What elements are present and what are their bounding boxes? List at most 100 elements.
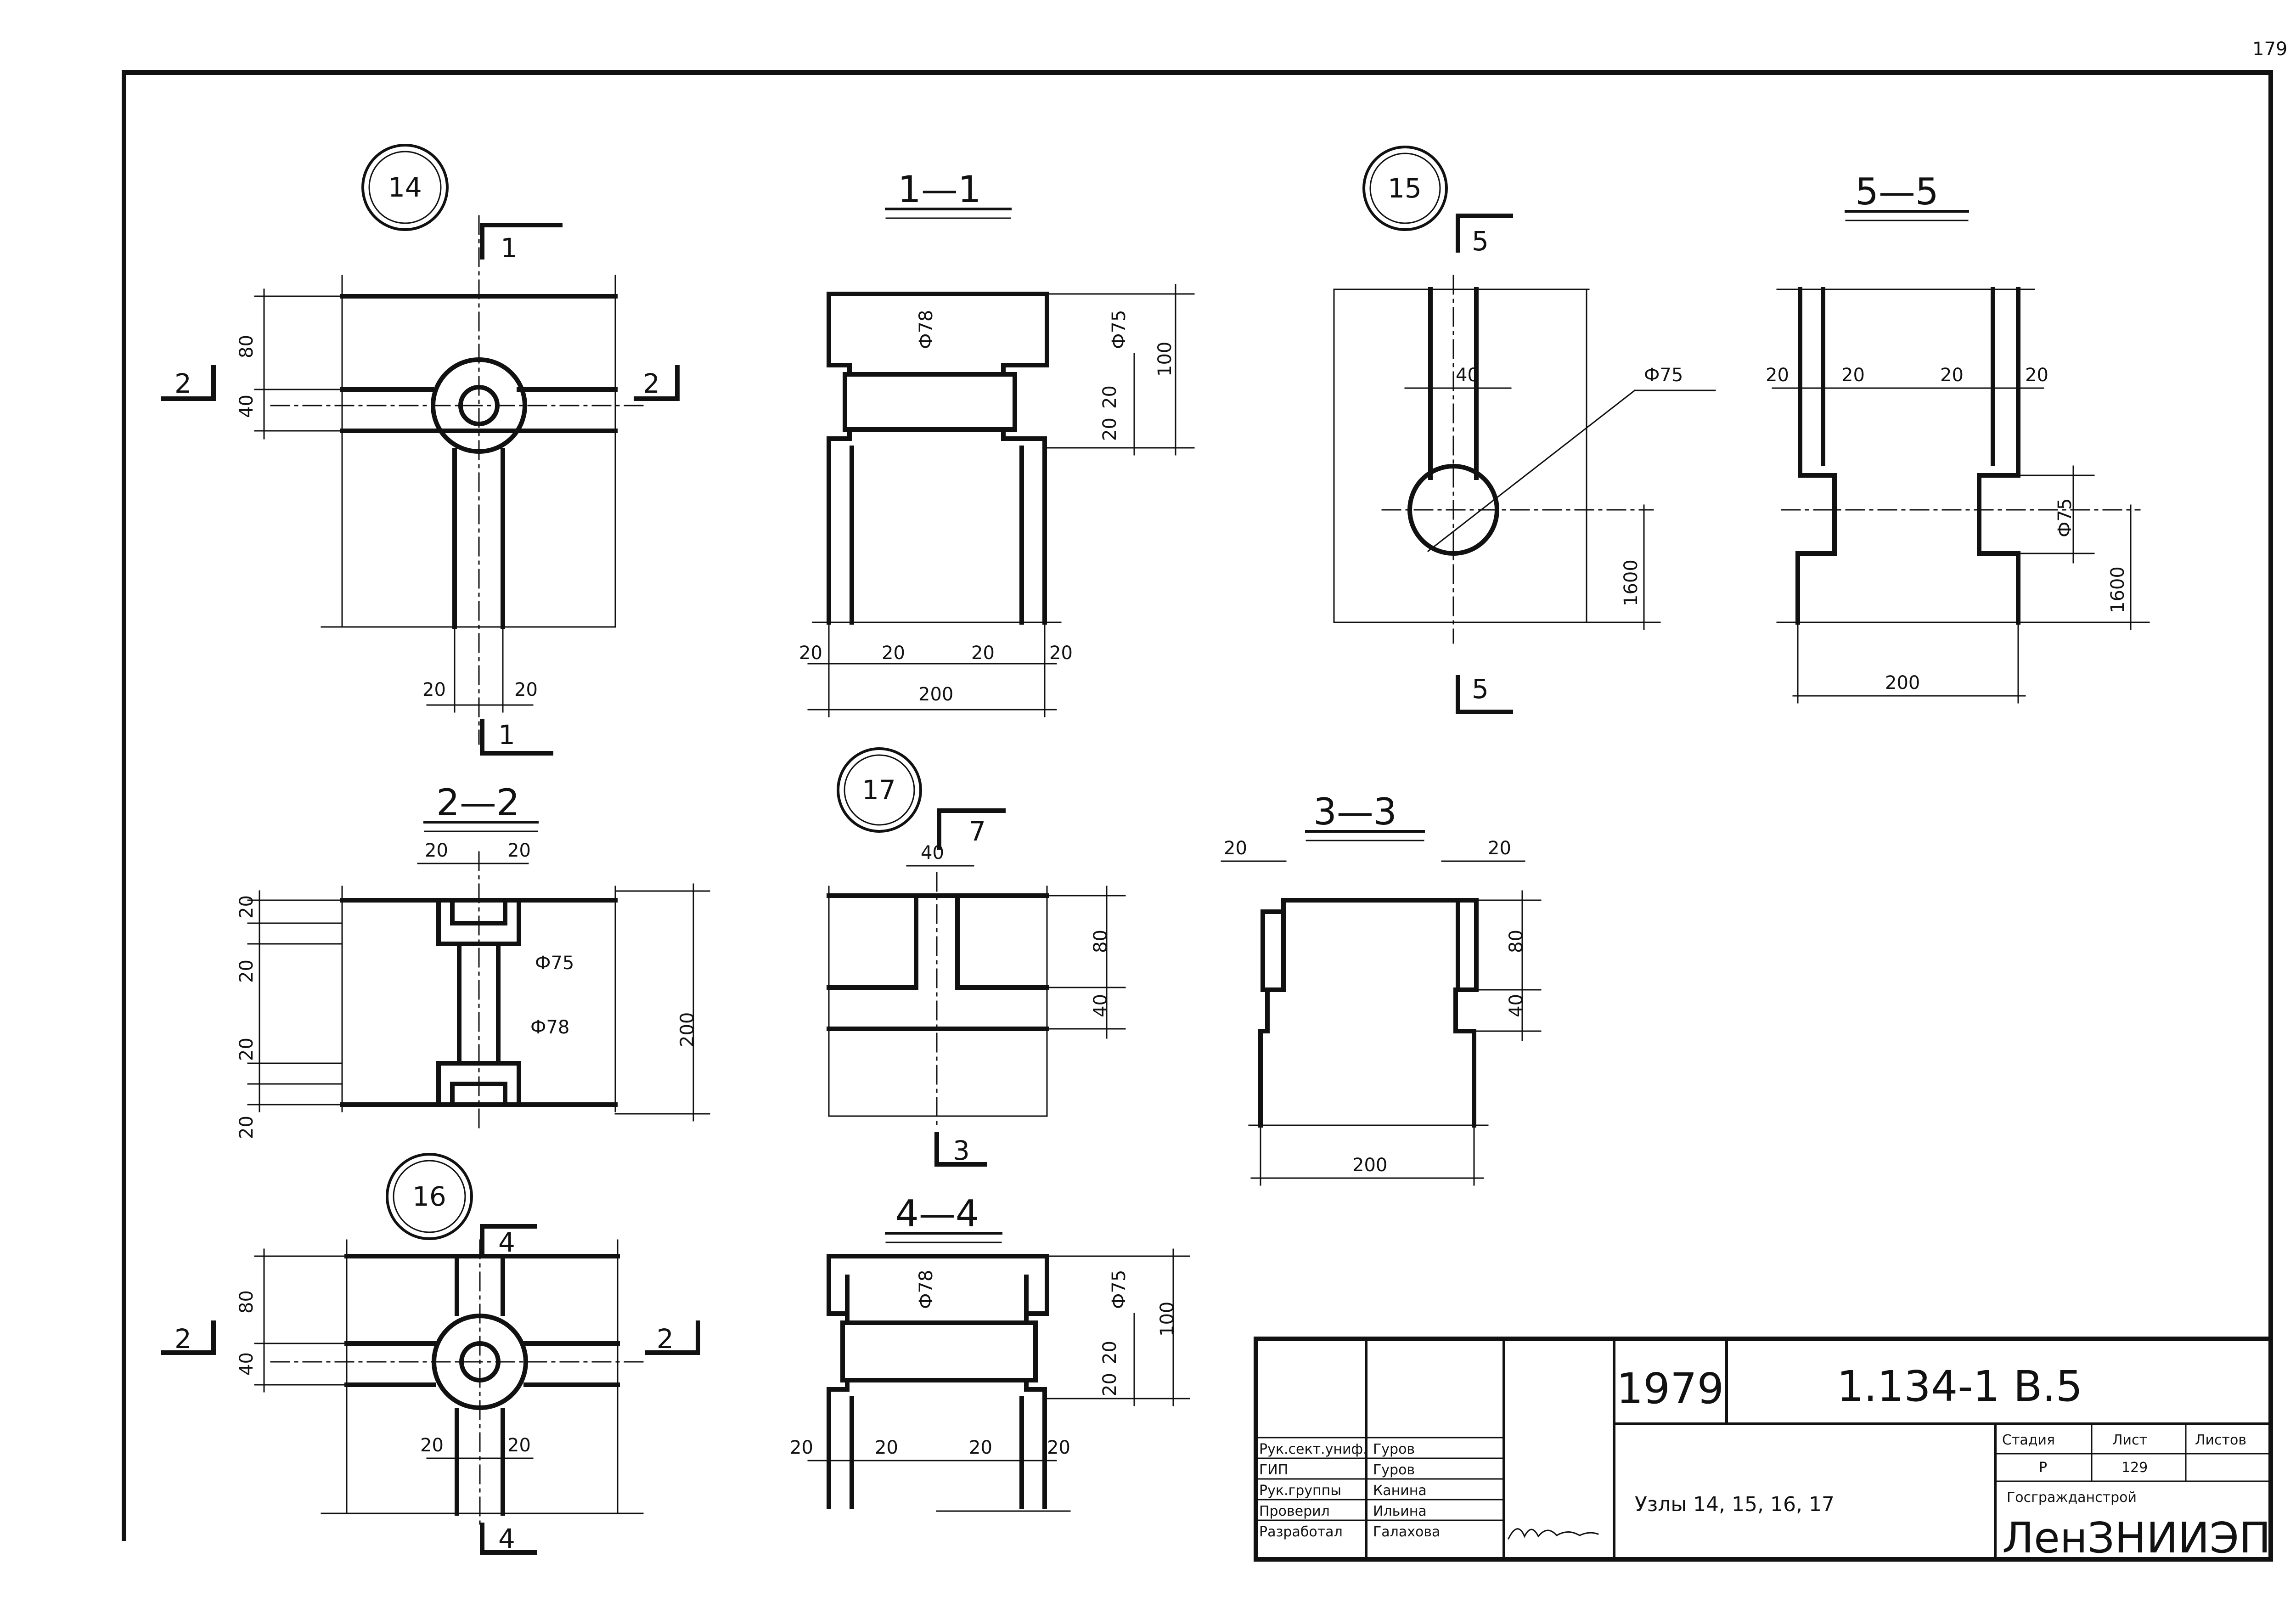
detail-14-cut-top: 1 — [501, 232, 518, 264]
title-block-role-1: ГИП — [1259, 1462, 1288, 1478]
detail-16: 16 4 80 40 20 20 2 2 4 — [161, 1153, 700, 1555]
detail-14: 14 80 40 20 20 1 1 2 2 — [161, 144, 680, 756]
title-block-name-1: Гуров — [1373, 1462, 1415, 1478]
section-4-4-dim-20d: 20 — [875, 1437, 898, 1458]
sheet-frame — [122, 70, 2273, 1562]
section-4-4-dim-100: 100 — [1157, 1302, 1178, 1337]
section-4-4-dim-phi75: Ф75 — [1109, 1270, 1130, 1309]
detail-15-dim-phi75: Ф75 — [1644, 365, 1683, 386]
detail-16-cut-left: 2 — [174, 1323, 191, 1354]
section-1-1-dim-20c: 20 — [799, 643, 822, 664]
title-block-sheet-label: Лист — [2112, 1432, 2147, 1448]
title-block-year: 1979 — [1616, 1364, 1724, 1413]
section-3-3-dim-80: 80 — [1506, 930, 1527, 953]
page-number: 179 — [2252, 39, 2287, 60]
section-3-3-title: 3—3 — [1313, 790, 1397, 833]
title-block-name-3: Ильина — [1373, 1503, 1427, 1519]
title-block-code: 1.134-1 В.5 — [1837, 1362, 2082, 1411]
detail-14-dim-20a: 20 — [422, 679, 446, 700]
detail-14-marker: 14 — [388, 172, 422, 203]
detail-17-dim-40b: 40 — [1090, 994, 1111, 1017]
signature — [1507, 1528, 1599, 1540]
section-1-1-dim-100: 100 — [1154, 342, 1176, 377]
section-1-1-dim-20b: 20 — [1099, 418, 1120, 441]
section-5-5-dim-20c: 20 — [1940, 365, 1964, 386]
detail-14-dim-20b: 20 — [514, 679, 538, 700]
title-block-stage-label: Стадия — [2002, 1432, 2055, 1448]
title-block-stage: Р — [2039, 1460, 2047, 1476]
section-2-2-dim-200: 200 — [677, 1012, 698, 1047]
detail-16-cut-right: 2 — [657, 1323, 674, 1354]
detail-15-dim-1600: 1600 — [1621, 559, 1642, 606]
section-1-1-title: 1—1 — [898, 168, 981, 211]
detail-17: 17 7 40 80 40 3 — [827, 747, 1126, 1167]
detail-17-marker: 17 — [862, 774, 896, 806]
section-5-5: 5—5 20 20 20 20 Ф75 1600 200 — [1766, 170, 2150, 704]
section-1-1-dim-phi78: Ф78 — [916, 310, 937, 349]
section-1-1-dim-phi75: Ф75 — [1109, 310, 1130, 349]
section-1-1-dim-20d: 20 — [882, 643, 905, 664]
section-2-2-dim-20f: 20 — [236, 1116, 257, 1139]
title-block-role-3: Проверил — [1259, 1503, 1330, 1519]
section-3-3: 3—3 20 20 80 40 200 — [1221, 790, 1542, 1186]
section-2-2-title: 2—2 — [436, 781, 520, 824]
section-2-2-dim-20b: 20 — [507, 840, 531, 861]
detail-15-cut-top: 5 — [1472, 226, 1489, 257]
detail-17-cut-top: 7 — [969, 816, 986, 847]
section-5-5-dim-20a: 20 — [1766, 365, 1789, 386]
title-block-role-4: Разработал — [1259, 1524, 1343, 1540]
section-3-3-dim-200: 200 — [1352, 1155, 1387, 1176]
section-5-5-dim-1600: 1600 — [2107, 566, 2128, 613]
section-1-1-dim-20e: 20 — [971, 643, 995, 664]
title-block-role-2: Рук.группы — [1259, 1483, 1341, 1499]
section-4-4-dim-phi78: Ф78 — [916, 1270, 937, 1309]
detail-16-dim-20b: 20 — [507, 1435, 531, 1456]
section-3-3-dim-40: 40 — [1506, 994, 1527, 1017]
section-4-4-title: 4—4 — [895, 1192, 979, 1235]
title-block-name-2: Канина — [1373, 1483, 1427, 1499]
detail-16-dim-80: 80 — [236, 1290, 257, 1314]
detail-15-dim-40: 40 — [1456, 365, 1479, 386]
title-block-sheet: 129 — [2122, 1460, 2148, 1476]
title-block-name-4: Галахова — [1373, 1524, 1440, 1540]
title-block-drawing-title: Узлы 14, 15, 16, 17 — [1635, 1493, 1835, 1516]
section-5-5-title: 5—5 — [1855, 170, 1939, 213]
section-5-5-dim-20d: 20 — [2025, 365, 2048, 386]
section-4-4-dim-20f: 20 — [1047, 1437, 1070, 1458]
section-5-5-dim-200: 200 — [1885, 672, 1920, 694]
detail-14-cut-bottom: 1 — [498, 719, 515, 750]
detail-17-dim-80: 80 — [1090, 930, 1111, 953]
section-1-1-dim-20f: 20 — [1049, 643, 1073, 664]
detail-15-cut-bottom: 5 — [1472, 673, 1489, 705]
section-2-2-dim-20a: 20 — [425, 840, 448, 861]
title-block: 1979 1.134-1 В.5 Узлы 14, 15, 16, 17 Рук… — [1254, 1337, 2273, 1563]
title-block-sheets-label: Листов — [2195, 1432, 2246, 1448]
detail-14-cut-right: 2 — [643, 368, 660, 399]
section-1-1: 1—1 Ф78 Ф75 100 20 20 20 20 20 20 200 20… — [799, 168, 1195, 717]
detail-14-dim-40: 40 — [236, 395, 257, 418]
detail-16-dim-20a: 20 — [420, 1435, 444, 1456]
detail-15: 15 5 40 Ф75 1600 5 — [1333, 146, 1716, 714]
section-1-1-dim-200: 200 — [918, 684, 953, 705]
detail-15-marker: 15 — [1388, 173, 1422, 204]
section-2-2: 2—2 20 20 20 20 20 20 Ф75 Ф78 200 — [236, 781, 710, 1139]
section-2-2-dim-20e: 20 — [236, 1038, 257, 1061]
section-2-2-dim-20d: 20 — [236, 959, 257, 983]
section-5-5-dim-20b: 20 — [1841, 365, 1865, 386]
title-block-org-top: Госгражданстрой — [2007, 1490, 2137, 1506]
section-2-2-dim-20c: 20 — [236, 895, 257, 919]
section-4-4-dim-20a: 20 — [1099, 1341, 1120, 1364]
title-block-org-name: ЛенЗНИИЭП — [2002, 1513, 2271, 1563]
detail-14-cut-left: 2 — [174, 368, 191, 399]
section-4-4-dim-20c: 20 — [790, 1437, 813, 1458]
detail-17-dim-40a: 40 — [921, 842, 944, 863]
section-4-4: 4—4 Ф78 Ф75 100 20 20 20 20 20 20 — [790, 1192, 1190, 1512]
title-block-role-0: Рук.сект.униф. — [1259, 1441, 1367, 1457]
detail-16-dim-40: 40 — [236, 1352, 257, 1376]
detail-14-dim-80: 80 — [236, 335, 257, 358]
section-3-3-dim-20a: 20 — [1224, 838, 1247, 859]
title-block-name-0: Гуров — [1373, 1441, 1415, 1457]
detail-16-cut-top: 4 — [498, 1227, 515, 1258]
section-2-2-dim-phi78: Ф78 — [530, 1017, 569, 1038]
